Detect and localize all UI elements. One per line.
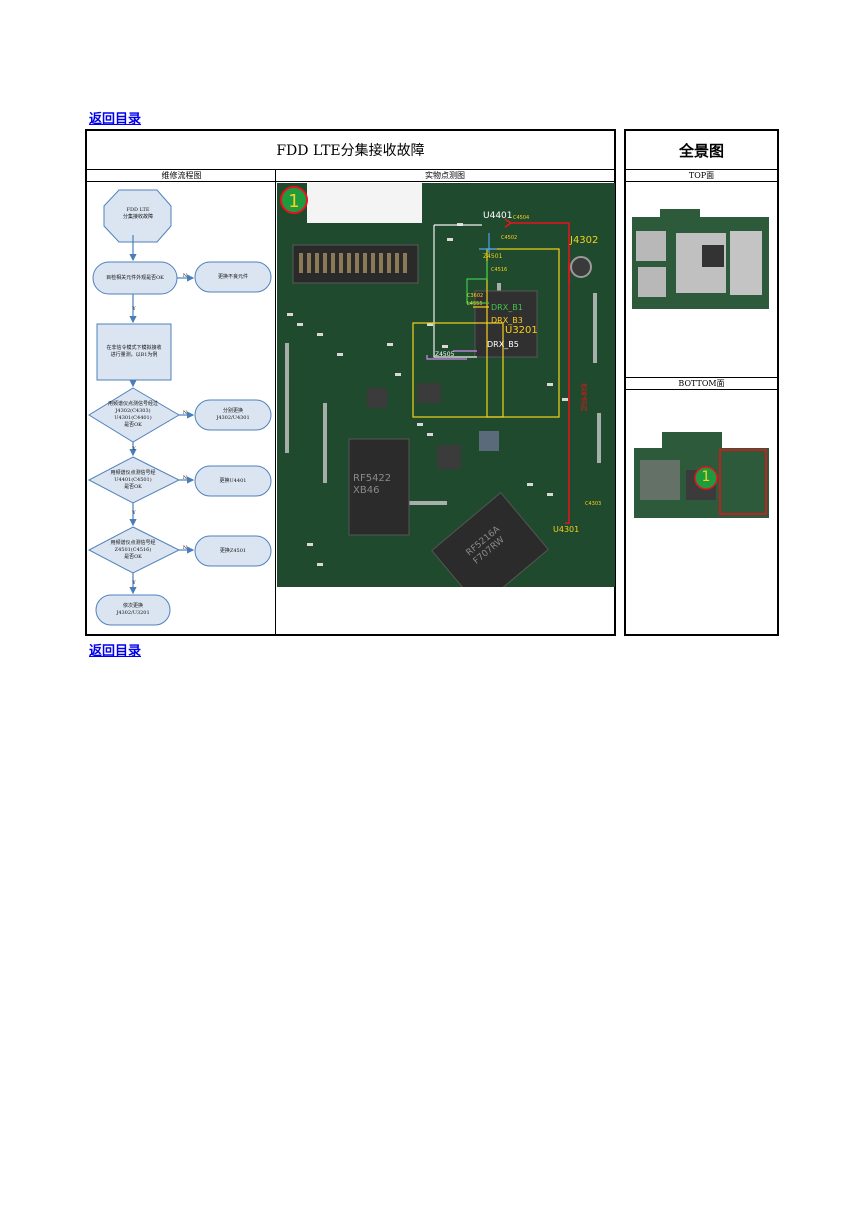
label-z4501: Z4501 <box>483 253 503 260</box>
flow-action4-shape <box>194 535 272 567</box>
label-l4555: L4555 <box>467 301 483 307</box>
label-u4401: U4401 <box>483 211 513 221</box>
flow-decision-4: 用频谱仪点测信号经 Z4501(C4516) 是否OK <box>110 539 156 560</box>
flow-action-4: 更换Z4501 <box>219 547 247 554</box>
label-c4504: C4504 <box>513 215 530 221</box>
label-c3602: C3602 <box>467 293 484 299</box>
flow-end: 依次更换 J4302/U3201 <box>116 603 150 616</box>
panorama-table: 全景图 TOP面 BOTTOM面 1 <box>624 129 779 636</box>
main-table: FDD LTE分集接收故障 维修流程图 实物点测图 <box>85 129 616 636</box>
no-label-2: N <box>182 409 188 416</box>
bottom-board-image: 1 <box>626 390 777 634</box>
panorama-title: 全景图 <box>626 131 777 170</box>
label-c4516: C4516 <box>491 267 508 273</box>
flow-action2-shape <box>194 399 272 431</box>
flow-action-2: 分别更换 J4302/U4301 <box>216 408 250 421</box>
column-divider <box>275 169 276 634</box>
label-c4502: C4502 <box>501 235 518 241</box>
flow-decision-3: 用频谱仪点测信号经 U4401(C4501) 是否OK <box>110 469 156 490</box>
chip-rf5422-marking: RF5422 XB46 <box>353 473 392 496</box>
no-label-4: N <box>182 544 188 551</box>
label-c4303: C4303 <box>585 501 602 507</box>
label-drx-b3: DRX_B3 <box>491 316 523 325</box>
no-label-1: N <box>182 272 188 279</box>
back-to-index-link-bottom[interactable]: 返回目录 <box>89 644 142 659</box>
yes-label-4: Y <box>132 579 136 586</box>
top-side-header: TOP面 <box>626 169 777 182</box>
label-drx-b1: DRX_B1 <box>491 303 523 312</box>
bottom-area-marker-1: 1 <box>701 469 711 485</box>
flow-end-shape <box>95 594 171 626</box>
flow-action-3: 更换U4401 <box>219 477 247 484</box>
page-title: FDD LTE分集接收故障 <box>87 131 614 170</box>
flowchart-header: 维修流程图 <box>87 169 276 182</box>
label-u3201: U3201 <box>505 325 538 336</box>
flow-start-shape <box>103 189 172 243</box>
label-u4301: U4301 <box>553 525 580 534</box>
pcb-test-point-photo: 1 U4401 C4504 C4502 J4302 Z4501 C4516 C3… <box>277 183 615 587</box>
yes-label-1: Y <box>132 305 136 312</box>
yes-label-3: Y <box>132 509 136 516</box>
flow-process1-shape <box>96 323 172 381</box>
flow-decision-1: 目检相关元件外观是否OK <box>106 274 164 281</box>
flow-action3-shape <box>194 465 272 497</box>
bottom-side-header: BOTTOM面 <box>626 377 777 390</box>
flow-action1-shape <box>194 261 272 293</box>
label-drx-b5: DRX_B5 <box>487 340 519 349</box>
flow-start: FDD LTE 分集接收故障 <box>122 207 153 220</box>
area-marker-1: 1 <box>288 191 300 212</box>
yes-label-2: Y <box>132 445 136 452</box>
photo-header: 实物点测图 <box>276 169 614 182</box>
no-label-3: N <box>182 474 188 481</box>
flow-decision-2: 用频谱仪点测信号经过 J4302(C4303) U4301(C4401) 是否O… <box>107 401 158 428</box>
repair-flowchart: FDD LTE 分集接收故障 目检相关元件外观是否OK 更换不良元件 在非信令模… <box>87 182 275 634</box>
flow-process-1: 在非信令模式下模拟接收 进行量测，以B1为例 <box>106 345 162 358</box>
label-j4302: J4302 <box>570 235 599 246</box>
top-board-image <box>626 183 777 377</box>
back-to-index-link-top[interactable]: 返回目录 <box>89 112 142 127</box>
signal-flow-note: 信号流向 <box>580 383 588 411</box>
label-z4505: Z4505 <box>435 351 455 358</box>
flow-action-1: 更换不良元件 <box>217 273 248 280</box>
